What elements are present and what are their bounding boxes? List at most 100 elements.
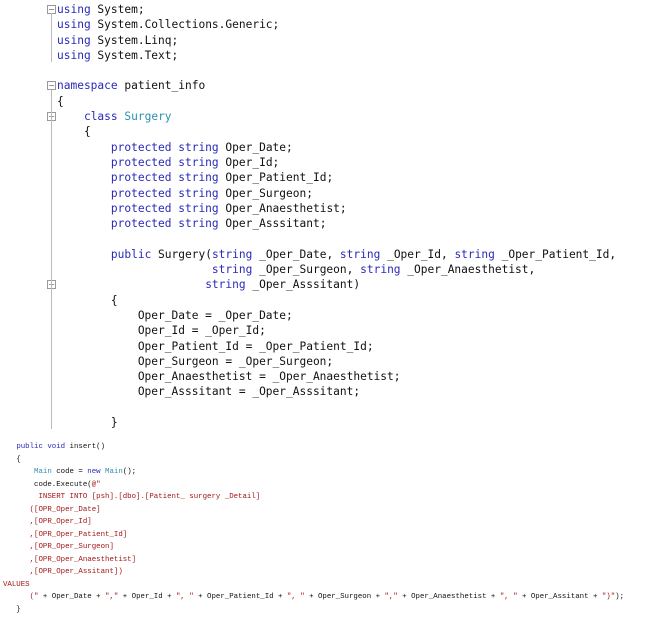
code-line: using System.Collections.Generic; [57, 17, 616, 32]
fold-guide-line [51, 13, 52, 63]
code-token: { [57, 94, 64, 108]
code-token: + Oper_Patient_Id + [193, 593, 287, 601]
code-token [57, 110, 84, 123]
code-token: code.Execute( [3, 480, 92, 489]
code-token [57, 263, 212, 276]
code-line: ,[OPR_Oper_Surgeon] [3, 541, 624, 554]
code-token: insert() [65, 443, 106, 451]
code-token [57, 187, 111, 200]
type-token: Main [105, 468, 123, 476]
code-token: patient_info [117, 79, 206, 93]
string-token: ", " [499, 593, 518, 601]
keyword-token: string [211, 263, 253, 277]
code-line: protected string Oper_Asssitant; [57, 216, 616, 231]
code-line: protected string Oper_Patient_Id; [57, 170, 616, 185]
keyword-token: using [57, 33, 91, 47]
string-token: ,[OPR_Oper_Patient_Id] [3, 530, 128, 539]
code-line: } [3, 604, 624, 617]
string-token: ", " [176, 593, 194, 601]
string-token: "," [105, 593, 119, 601]
code-token: { [3, 455, 21, 464]
code-line: code.Execute(@" [3, 479, 624, 492]
code-line: INSERT INTO [psh].[dbo].[Patient_ surger… [3, 491, 624, 504]
code-token: (); [122, 468, 137, 476]
code-line: { [57, 124, 616, 139]
code-line: Oper_Surgeon = _Oper_Surgeon; [57, 354, 616, 369]
code-line: ,[OPR_Oper_Patient_Id] [3, 529, 624, 542]
code-token [57, 217, 111, 230]
code-token: System.Text; [90, 48, 179, 62]
keyword-token: string [360, 263, 401, 277]
code-line: protected string Oper_Surgeon; [57, 186, 616, 201]
code-line: { [57, 293, 616, 308]
code-token [57, 141, 111, 154]
code-token: Oper_Id = _Oper_Id; [57, 324, 266, 338]
code-token: _Oper_Anaesthetist, [400, 263, 536, 277]
code-insert-method-section[interactable]: public void insert() { Main code = new M… [3, 441, 624, 616]
string-token: ,[OPR_Oper_Anaesthetist] [3, 555, 137, 564]
code-line: using System.Text; [57, 48, 616, 63]
fold-guide-line [51, 89, 52, 430]
type-token: Surgery [124, 110, 172, 124]
keyword-token: string [211, 247, 253, 261]
code-token: ); [615, 593, 625, 601]
code-token: Oper_Patient_Id = _Oper_Patient_Id; [57, 339, 374, 353]
code-line: − string _Oper_Asssitant) [47, 277, 616, 292]
code-token: + Oper_Date + [38, 593, 106, 601]
code-token: + Oper_Assitant + [517, 593, 602, 601]
string-token: VALUES [3, 580, 30, 589]
code-token: System.Linq; [90, 33, 179, 47]
string-token: "," [384, 593, 398, 601]
code-line: − class Surgery [47, 109, 616, 124]
keyword-token: protected string [110, 186, 219, 200]
code-token: Oper_Surgeon = _Oper_Surgeon; [57, 354, 334, 368]
code-token: System; [90, 3, 145, 16]
code-token: Surgery( [151, 247, 212, 261]
code-token: Oper_Date; [218, 140, 293, 154]
keyword-token: protected string [110, 201, 219, 215]
code-token: Oper_Anaesthetist; [218, 201, 347, 215]
code-token: Oper_Id; [218, 155, 280, 169]
code-token: _Oper_Asssitant) [245, 278, 361, 292]
keyword-token: using [57, 18, 91, 32]
code-token [57, 171, 111, 184]
code-token [57, 278, 205, 291]
keyword-token: protected string [110, 171, 219, 185]
code-line: (" + Oper_Date + "," + Oper_Id + ", " + … [3, 591, 624, 604]
keyword-token: string [205, 278, 246, 292]
code-token: Oper_Patient_Id; [218, 171, 334, 185]
string-token: INSERT INTO [psh].[dbo].[Patient_ surger… [3, 493, 261, 501]
code-token: + Oper_Anaesthetist + [397, 593, 500, 601]
type-token: Main [34, 468, 52, 476]
code-token: code = [51, 468, 88, 476]
code-token: Oper_Date = _Oper_Date; [57, 308, 293, 322]
string-token: ([OPR_Oper_Date] [3, 505, 101, 514]
string-token: ,[OPR_Oper_Surgeon] [3, 543, 114, 551]
code-editor-class-section[interactable]: −using System;using System.Collections.G… [47, 2, 616, 430]
keyword-token: protected string [110, 140, 219, 154]
code-token: + Oper_Surgeon + [304, 593, 385, 601]
string-token: @" [91, 480, 101, 489]
keyword-token: protected string [110, 155, 219, 169]
code-token: } [3, 605, 21, 614]
code-token: Oper_Anaesthetist = _Oper_Anaesthetist; [57, 370, 401, 384]
code-line: using System.Linq; [57, 33, 616, 48]
string-token: ", " [286, 593, 305, 601]
code-token: _Oper_Surgeon, [252, 263, 361, 277]
string-token: ,[OPR_Oper_Id] [3, 518, 92, 526]
code-line: Main code = new Main(); [3, 466, 624, 479]
keyword-token: new [87, 468, 101, 476]
code-line: protected string Oper_Date; [57, 140, 616, 155]
code-line: } [57, 415, 616, 430]
code-token: + Oper_Id + [118, 593, 176, 601]
code-line: Oper_Id = _Oper_Id; [57, 323, 616, 338]
code-line: public void insert() [3, 441, 624, 454]
code-line: protected string Oper_Id; [57, 155, 616, 170]
code-token: } [57, 416, 118, 430]
code-token: { [57, 125, 91, 139]
code-token: System.Collections.Generic; [90, 18, 280, 32]
code-line: protected string Oper_Anaesthetist; [57, 201, 616, 216]
code-line: Oper_Asssitant = _Oper_Asssitant; [57, 384, 616, 399]
string-token: ,[OPR_Oper_Assitant]) [3, 568, 123, 576]
code-line: Oper_Anaesthetist = _Oper_Anaesthetist; [57, 369, 616, 384]
